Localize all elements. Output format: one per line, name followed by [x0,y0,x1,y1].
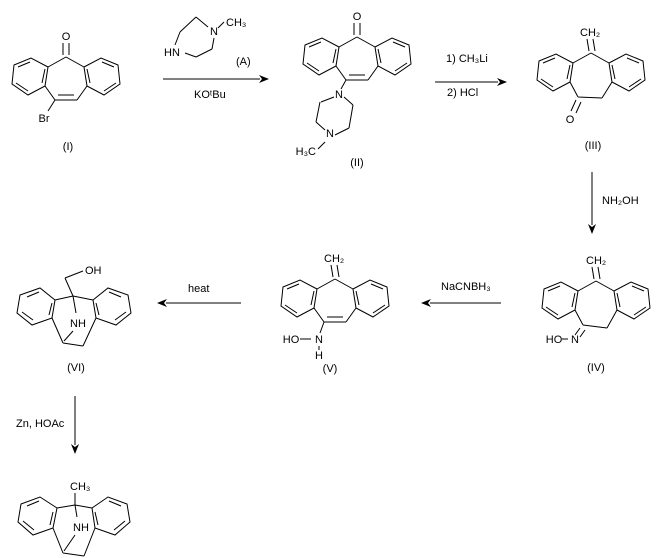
arrowhead [497,78,507,86]
atom-N: N [571,334,579,346]
arrow-step4 [421,299,501,307]
bond-lines [541,266,651,340]
compound-label-IV: (IV) [587,362,605,374]
arrowhead [421,299,431,307]
atom-N: N [315,334,323,346]
atom-CH2: CH₂ [580,27,600,39]
atom-CH3: CH₃ [226,17,246,29]
step4-reagent: NaCNBH₃ [441,281,491,293]
bond-lines [11,43,121,112]
arrow-step1 [163,75,269,83]
step1-reagent-below: KOᵗBu [194,89,226,101]
step2-reagent-above: 1) CH₃Li [446,53,488,65]
step5-condition: heat [188,283,210,295]
structure-V-drawing: CH₂ HO N H [280,253,390,362]
arrowhead [588,224,596,234]
arrowhead [157,299,167,307]
compound-label-III: (III) [584,140,602,152]
structure-III-drawing: CH₂ O [536,27,646,126]
atom-N-bottom: N [326,128,334,140]
bond-lines [174,16,225,58]
arrow-step3 [588,172,596,234]
structure-I-drawing: O Br [11,31,121,125]
atom-N-top: N [335,89,343,101]
arrow-step5 [157,299,241,307]
compound-label-VI: (VI) [67,362,85,374]
atom-NH: NH [73,522,89,534]
structure-II-drawing: O N N H₃C [296,11,412,158]
atom-OH: OH [85,265,102,277]
atom-O: O [62,31,71,43]
structure-VI-drawing: OH NH [16,265,132,347]
atom-CH2: CH₂ [586,255,606,267]
atom-Br: Br [39,113,50,125]
atom-CH2: CH₂ [324,253,344,265]
step2-reagent-below: 2) HCl [447,87,479,99]
arrow-step2 [435,78,507,86]
compound-label-V: (V) [322,363,338,375]
bond-lines [536,38,646,114]
compound-label-I: (I) [62,141,74,153]
atom-H3C: H₃C [296,146,316,158]
atom-HN: HN [164,47,180,59]
reagent-A-drawing: N HN CH₃ [164,16,246,59]
compound-label-II: (II) [350,157,364,169]
structure-final-drawing: CH₃ NH [17,481,131,557]
step3-reagent: NH₂OH [602,195,639,207]
atom-CH3: CH₃ [70,481,90,493]
atom-HO: HO [546,334,563,346]
atom-NH: NH [70,318,86,330]
atom-N: N [210,26,218,38]
bond-lines [17,493,131,557]
bond-lines [16,270,132,347]
arrowhead [71,444,79,454]
arrowhead [259,75,269,83]
atom-O: O [353,11,362,23]
reagent-label-A: (A) [236,56,251,68]
bond-lines [302,23,412,150]
atom-HO: HO [283,334,300,346]
bond-lines [280,264,390,350]
step6-reagent: Zn, HOAc [16,418,65,430]
atom-O: O [566,114,575,126]
atom-H: H [315,350,323,362]
structure-IV-drawing: CH₂ N HO [541,255,651,346]
arrow-step6 [71,396,79,454]
